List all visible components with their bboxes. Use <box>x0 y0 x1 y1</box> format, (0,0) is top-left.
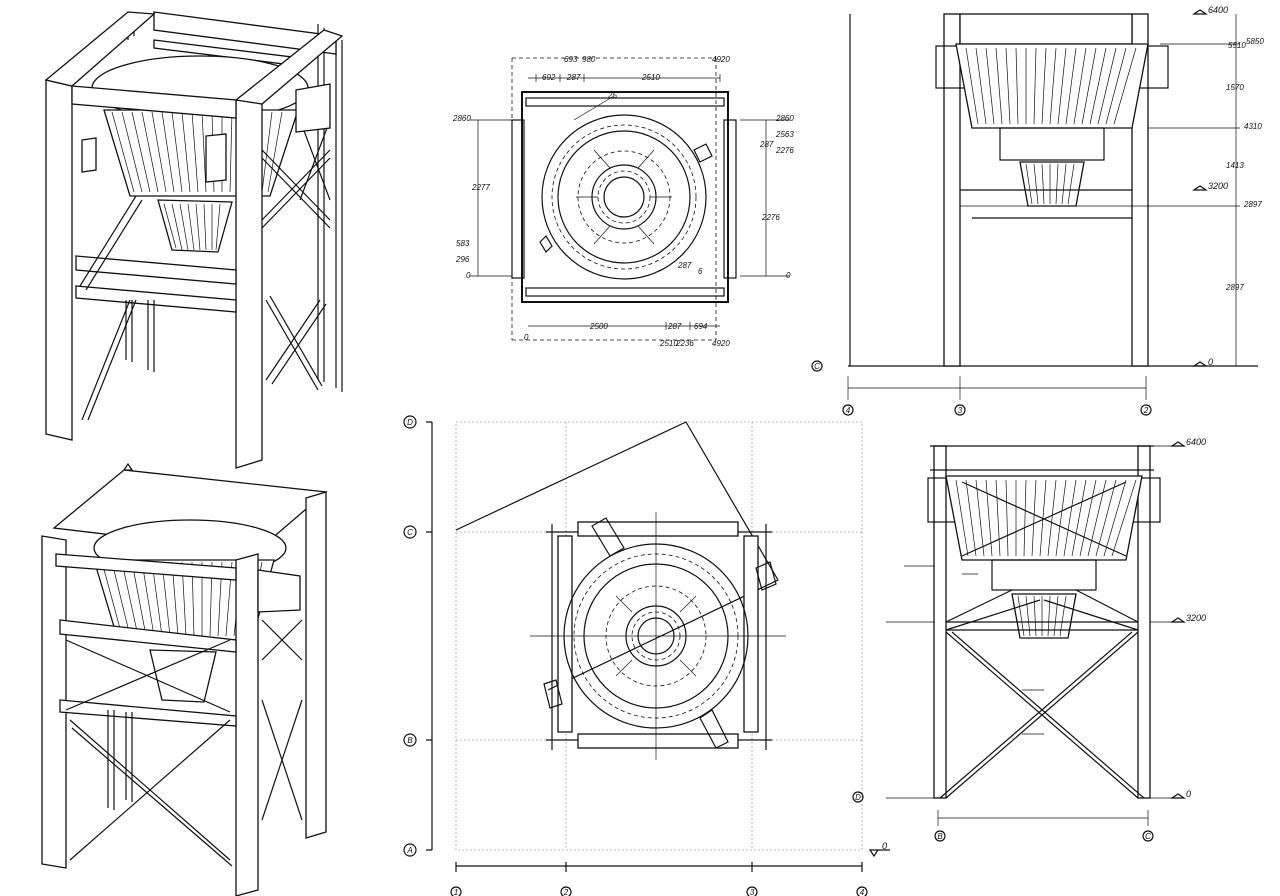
column-bubble-2: 2 <box>563 888 569 896</box>
dim-bottom-1: 2500 <box>589 322 608 331</box>
elev-top-level-6400: 6400 <box>1208 5 1228 15</box>
elevation-view-bottom: 6400 3200 0 D B C <box>852 437 1206 842</box>
column-bubble-4: 4 <box>860 888 865 896</box>
dim-right-small: 287 <box>759 140 774 149</box>
dim-top-3: 2510 <box>641 73 660 82</box>
ring-dim-2: 6 <box>698 267 703 276</box>
origin-left: 0 <box>466 271 471 280</box>
elev-bottom-bubble-left: D <box>855 793 861 802</box>
elev-bottom-bubble-c: C <box>1145 832 1151 841</box>
dim-left-1: 583 <box>456 239 470 248</box>
elev-top-bubble-left: C <box>814 362 820 371</box>
dim-left-top: 2860 <box>452 114 471 123</box>
elev-top-vdim-3: 2897 <box>1225 283 1244 292</box>
origin-right: 0 <box>786 271 791 280</box>
dim-right-1: 2860 <box>775 114 794 123</box>
dim-top-v3: 4920 <box>712 55 730 64</box>
isometric-view-bottom <box>41 462 328 896</box>
ring-dim-3: 25 <box>607 91 617 100</box>
dim-left-v1: 2277 <box>471 183 490 192</box>
elev-top-bubble-2: 2 <box>1143 406 1149 415</box>
grid-bubble-b: B <box>407 736 413 745</box>
elev-top-dim-4: 2897 <box>1243 200 1262 209</box>
grid-bubbles-vertical: D C B A <box>403 415 417 857</box>
dim-left-2: 296 <box>455 255 470 264</box>
dim-bottom-v2: 2236 <box>675 339 694 348</box>
elev-bottom-level-0: 0 <box>1186 789 1191 799</box>
elev-top-dim-1: 5850 <box>1246 37 1264 46</box>
dim-top-1: 692 <box>542 73 556 82</box>
dim-bottom-v3: 4920 <box>712 339 730 348</box>
column-bubbles: 1 2 3 4 <box>450 886 868 896</box>
dim-right-v1: 2276 <box>761 213 780 222</box>
elev-top-bubble-4: 4 <box>846 406 851 415</box>
dim-right-3: 2276 <box>775 146 794 155</box>
dim-top-v1: 693 <box>564 55 578 64</box>
dim-top-2: 287 <box>566 73 581 82</box>
dim-bottom-v1: 2510 <box>659 339 678 348</box>
grid-bubble-d: D <box>407 418 413 427</box>
column-bubble-3: 3 <box>750 888 755 896</box>
dim-bottom-2: 287 <box>667 322 682 331</box>
dim-bottom-3: 694 <box>694 322 708 331</box>
dim-right-2: 2563 <box>775 130 794 139</box>
elev-top-bubble-3: 3 <box>958 406 963 415</box>
elevation-view-top: 6400 3200 0 5850 5510 4310 2897 1570 141… <box>811 5 1264 416</box>
elev-top-vdim-2: 1413 <box>1226 161 1244 170</box>
column-bubble-1: 1 <box>454 888 458 896</box>
elev-bottom-level-3200: 3200 <box>1186 613 1206 623</box>
plan-level-label: 0 <box>882 841 887 851</box>
ring-dim-1: 287 <box>677 261 692 270</box>
dim-top-v2: 980 <box>582 55 596 64</box>
elev-top-level-3200: 3200 <box>1208 181 1228 191</box>
elev-top-vdim-1: 1570 <box>1226 83 1244 92</box>
plan-view-bottom: D C B A 1 2 3 4 0 <box>403 415 890 896</box>
origin-bottom: 0 <box>524 333 529 342</box>
plan-view-top: 692 287 2510 693 980 4920 2860 2563 2276… <box>452 55 794 348</box>
elev-top-level-0: 0 <box>1208 357 1213 367</box>
grid-bubble-a: A <box>406 846 412 855</box>
isometric-view-top <box>44 11 344 469</box>
elev-bottom-level-6400: 6400 <box>1186 437 1206 447</box>
elev-top-dim-2: 5510 <box>1228 41 1246 50</box>
elev-bottom-bubble-b: B <box>937 832 943 841</box>
elev-top-dim-3: 4310 <box>1244 122 1262 131</box>
grid-bubble-c: C <box>407 528 413 537</box>
